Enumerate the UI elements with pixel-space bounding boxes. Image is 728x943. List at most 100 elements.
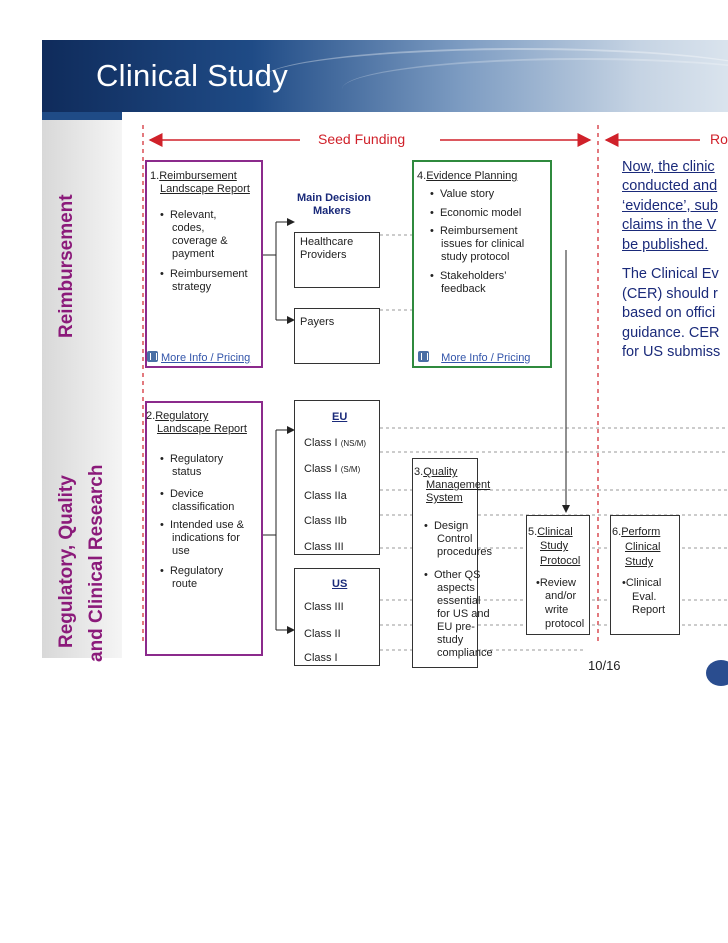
box3-bullet-cont: EU pre-: [437, 621, 475, 633]
eu-class-item: Class I (NS/M): [304, 437, 367, 449]
box1-bullet: • Relevant,: [160, 209, 217, 221]
payers-label: Payers: [300, 316, 335, 328]
box3-bullet-cont: study: [437, 634, 464, 646]
right-text-line: claims in the V: [622, 217, 717, 233]
right-text-line: ‘evidence’, sub: [622, 198, 718, 214]
box4-bullet-cont: feedback: [441, 283, 486, 295]
box6-bullet: •Clinical: [622, 577, 662, 589]
box3-bullet-cont: for US and: [437, 608, 490, 620]
healthcare-label: Healthcare: [300, 236, 354, 248]
box3-bullet-cont: essential: [437, 595, 481, 607]
box3-title-line2[interactable]: Management: [426, 479, 491, 491]
us-class-item: Class II: [304, 628, 341, 640]
box3-title-line3[interactable]: System: [426, 492, 463, 504]
regulatory-landscape-link[interactable]: Regulatory: [155, 410, 209, 422]
box2-bullet-cont: use: [172, 545, 190, 557]
decision-makers-title-line2: Makers: [313, 205, 351, 217]
box3-bullet: • Other QS: [424, 569, 481, 581]
box2-bullet: • Intended use &: [160, 519, 244, 531]
eu-class-item: Class III: [304, 541, 344, 553]
box4-bullet: • Value story: [430, 188, 495, 200]
eu-class-item: Class IIb: [304, 515, 347, 527]
evidence-planning-link[interactable]: Evidence Planning: [426, 170, 518, 182]
box4-number: 4.: [417, 170, 427, 182]
right-text-line: based on offici: [622, 305, 716, 321]
box5-bullet: •Review: [536, 577, 576, 589]
box3-bullet-cont: Control: [437, 533, 473, 545]
box2-bullet: • Device: [160, 488, 204, 500]
box4-bullet: • Reimbursement: [430, 225, 518, 237]
healthcare-providers-box: [294, 232, 380, 288]
box2-bullet: • Regulatory: [160, 565, 224, 577]
box5-bullet-cont: and/or: [545, 590, 577, 602]
box3-number: 3.: [414, 466, 424, 478]
box5-title-line3[interactable]: Protocol: [540, 555, 581, 567]
box1-title-line2[interactable]: Landscape Report: [160, 183, 250, 195]
box5-bullet-cont: protocol: [545, 618, 585, 630]
box5-title-line2[interactable]: Study: [540, 540, 569, 552]
clinical-study-protocol-link[interactable]: Clinical: [537, 526, 573, 538]
box4-bullet: • Economic model: [430, 207, 522, 219]
us-class-box: [294, 568, 380, 666]
box3-bullet-cont: procedures: [437, 546, 493, 558]
box3-bullet-cont: compliance: [437, 647, 493, 659]
box4-more-info-link[interactable]: More Info / Pricing: [418, 351, 530, 365]
decision-makers-title: Main Decision: [297, 192, 371, 204]
right-text-line: The Clinical Ev: [622, 266, 719, 282]
box4-bullet-cont: issues for clinical: [441, 238, 525, 250]
us-class-item: Class I: [304, 652, 338, 664]
box2-bullet-cont: route: [172, 578, 198, 590]
box2-title-line2[interactable]: Landscape Report: [157, 423, 247, 435]
quality-management-link[interactable]: Quality: [423, 466, 458, 478]
right-text-line: (CER) should r: [622, 286, 718, 302]
perform-clinical-study-link[interactable]: Perform: [621, 526, 661, 538]
eu-class-item: Class IIa: [304, 490, 347, 502]
box5-bullet-cont: write: [545, 604, 569, 616]
slide-title: Clinical Study: [96, 58, 289, 93]
box2-bullet-cont: status: [172, 466, 202, 478]
box1-bullet-cont: payment: [172, 248, 215, 260]
right-text-line: conducted and: [622, 178, 718, 194]
box6-title-line3[interactable]: Study: [625, 556, 654, 568]
perform-clinical-study-box: [610, 515, 680, 635]
box4-bullet: • Stakeholders’: [430, 270, 507, 282]
box1-more-info-link[interactable]: More Info / Pricing: [147, 351, 250, 365]
right-text-line: Now, the clinic: [622, 159, 715, 175]
right-text-line: for US submiss: [622, 344, 721, 360]
quality-management-box: [412, 458, 478, 668]
right-header-fragment: Ro: [710, 131, 728, 147]
seed-funding-label: Seed Funding: [318, 131, 406, 147]
regulatory-landscape-box: [145, 401, 263, 656]
eu-title: EU: [332, 411, 348, 423]
info-book-icon: [418, 351, 429, 362]
box2-bullet-cont: classification: [172, 501, 235, 513]
box6-bullet-cont: Report: [632, 604, 666, 616]
banner-wave: [342, 58, 728, 120]
box4-bullet-cont: study protocol: [441, 251, 510, 263]
box3-bullet-cont: aspects: [437, 582, 475, 594]
side-label-bar: [42, 112, 122, 658]
box1-bullet: • Reimbursement: [160, 268, 248, 280]
box1-number: 1.: [150, 170, 160, 182]
evidence-planning-box: [412, 160, 552, 368]
title-banner: [42, 40, 728, 112]
page-number: 10/16: [588, 658, 621, 673]
us-class-item: Class III: [304, 601, 344, 613]
box6-title-line2[interactable]: Clinical: [625, 541, 661, 553]
box6-bullet-cont: Eval.: [632, 591, 657, 603]
right-text-line: guidance. CER: [622, 325, 720, 341]
us-title: US: [332, 578, 348, 590]
box1-bullet-cont: strategy: [172, 281, 212, 293]
box1-bullet-cont: coverage &: [172, 235, 228, 247]
info-book-icon: [147, 351, 158, 362]
payers-box: [294, 308, 380, 364]
box6-number: 6.: [612, 526, 622, 538]
reimbursement-landscape-link[interactable]: Reimbursement: [159, 170, 237, 182]
side-bar-band: [42, 112, 122, 120]
company-logo-icon: [706, 660, 728, 686]
eu-class-item: Class I (S/M): [304, 463, 361, 475]
box2-number: 2.: [146, 410, 156, 422]
box2-bullet: • Regulatory: [160, 453, 224, 465]
